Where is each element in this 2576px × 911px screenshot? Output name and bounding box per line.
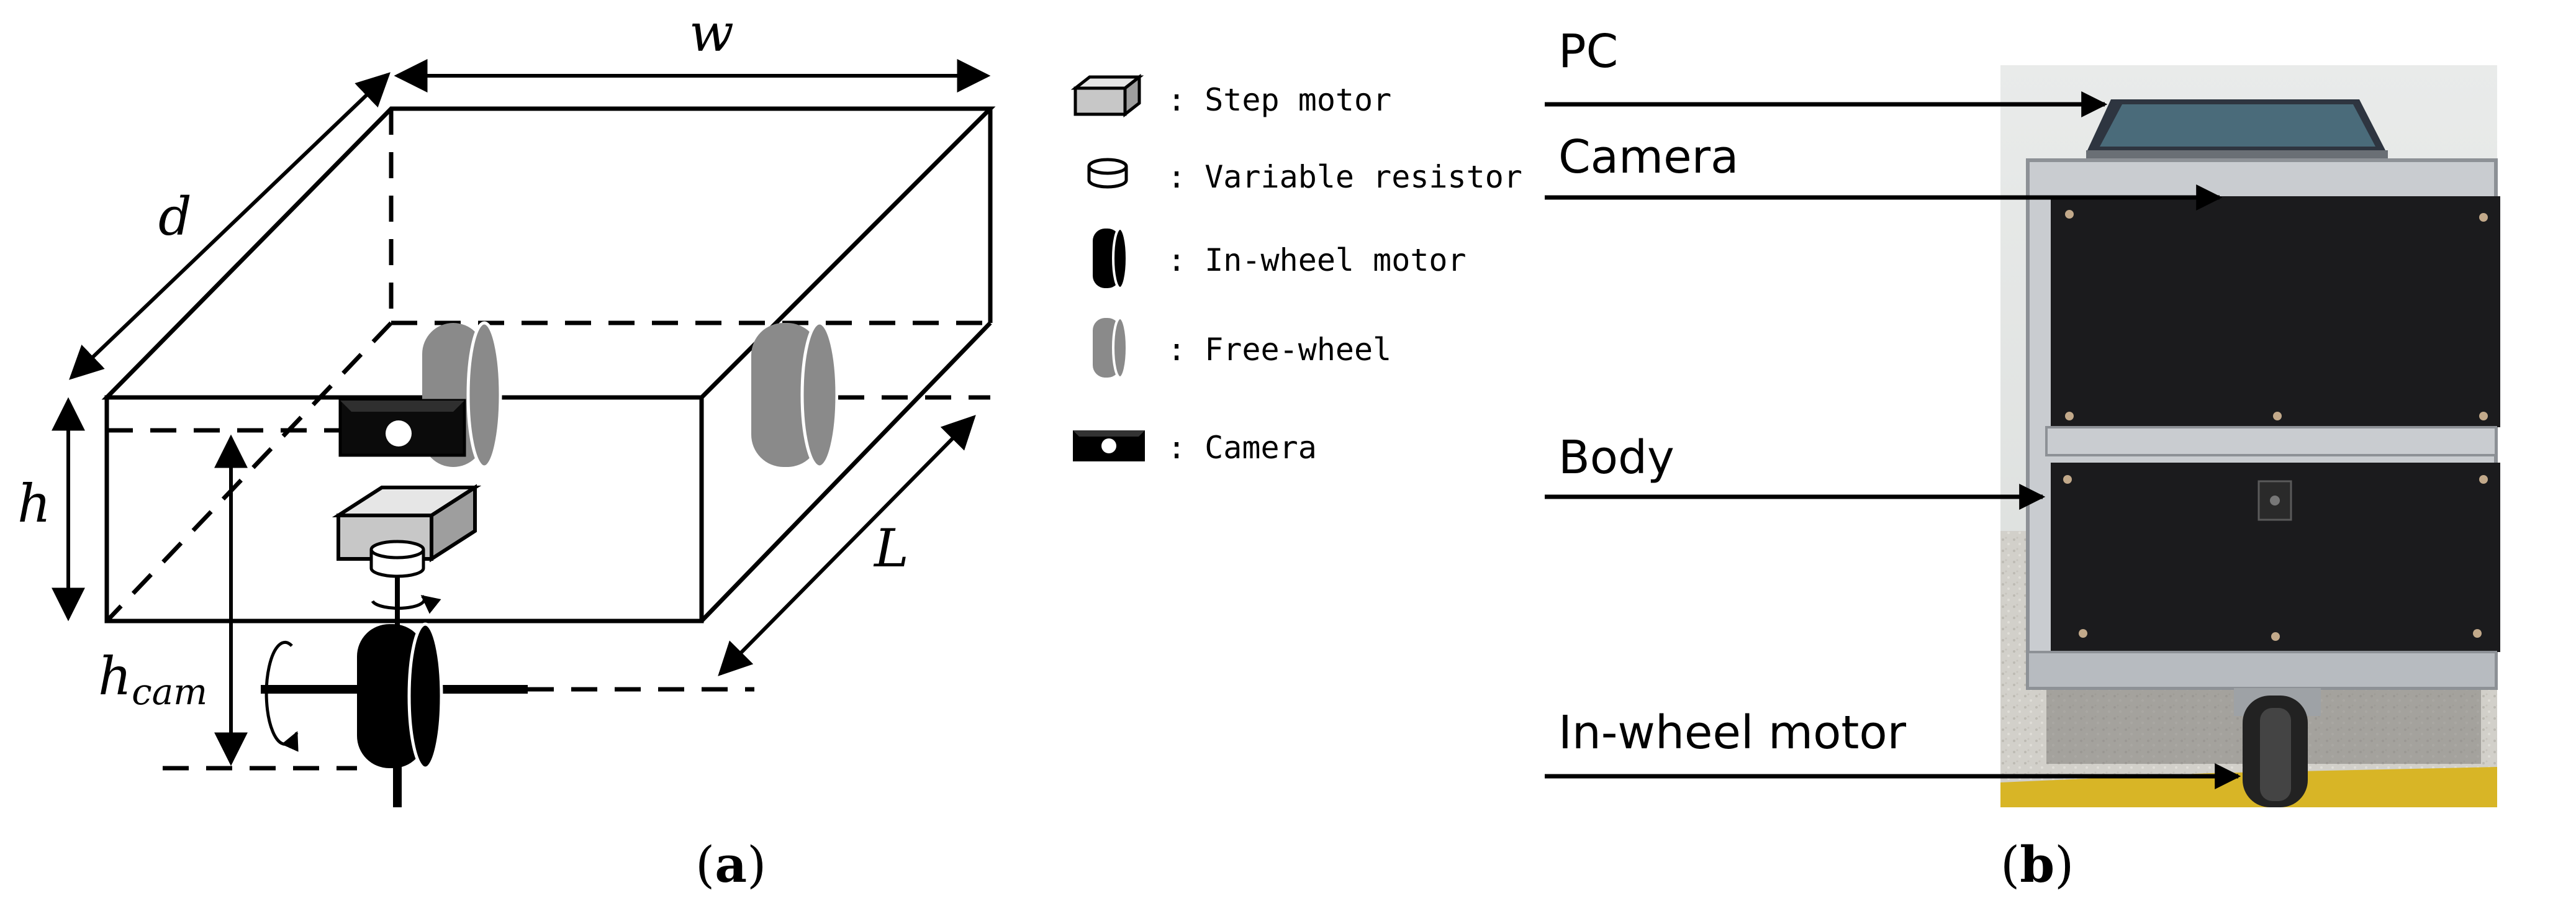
caption-b-close: ) <box>2054 836 2074 894</box>
length-arrow <box>718 415 976 676</box>
panel-b-arrows <box>1545 91 2241 789</box>
in-wheel-motor-icon <box>1093 227 1128 289</box>
steering-shaft <box>371 576 441 627</box>
caption-a-open: ( <box>695 836 715 894</box>
label-h-cam-base: h <box>98 646 132 707</box>
label-h-cam-subscript: cam <box>132 671 207 713</box>
step-motor-icon <box>1070 73 1144 118</box>
variable-resistor-schematic <box>369 540 425 578</box>
label-w: w <box>689 2 734 63</box>
label-d: d <box>158 186 192 247</box>
pc-laptop <box>2086 99 2388 171</box>
legend-label-camera: : Camera <box>1167 430 1317 466</box>
depth-arrow <box>69 72 391 380</box>
wheel-rotation-arrow <box>264 640 299 752</box>
camera-icon <box>1073 430 1145 461</box>
label-pc: PC <box>1558 25 1618 78</box>
hidden-edges <box>105 109 990 623</box>
caption-b-open: ( <box>2000 836 2020 894</box>
camera-schematic <box>338 399 466 457</box>
label-h-cam: hcam <box>98 646 207 713</box>
legend: : Step motor : Variable resistor : In-wh… <box>1070 73 1522 466</box>
caption-a-close: ) <box>747 836 766 894</box>
legend-label-free-wheel: : Free-wheel <box>1167 332 1391 368</box>
label-camera: Camera <box>1558 130 1738 184</box>
legend-label-in-wheel-motor: : In-wheel motor <box>1167 242 1467 278</box>
label-L: L <box>873 518 909 579</box>
label-body: Body <box>1558 431 1674 484</box>
free-wheel-icon <box>1093 317 1128 379</box>
variable-resistor-icon <box>1087 158 1128 189</box>
box-edges <box>101 106 996 623</box>
label-in-wheel-motor: In-wheel motor <box>1558 706 1907 759</box>
legend-label-step-motor: : Step motor <box>1167 82 1391 118</box>
in-wheel-motor-schematic <box>261 622 528 807</box>
caption-b-letter: b <box>2020 835 2054 894</box>
panel-a-schematic <box>101 106 996 623</box>
caption-a: (a) <box>695 835 766 894</box>
dimension-arrows <box>52 59 991 766</box>
caption-a-letter: a <box>715 835 747 894</box>
free-wheel-right <box>751 321 839 469</box>
body-frame <box>2026 158 2500 690</box>
label-h: h <box>17 473 51 534</box>
photo-in-wheel-motor <box>2234 688 2321 807</box>
wheel-level-dashes <box>163 687 754 771</box>
panel-b-photo <box>2000 65 2500 807</box>
caption-b: (b) <box>2000 835 2074 894</box>
legend-label-variable-resistor: : Variable resistor <box>1167 159 1522 195</box>
